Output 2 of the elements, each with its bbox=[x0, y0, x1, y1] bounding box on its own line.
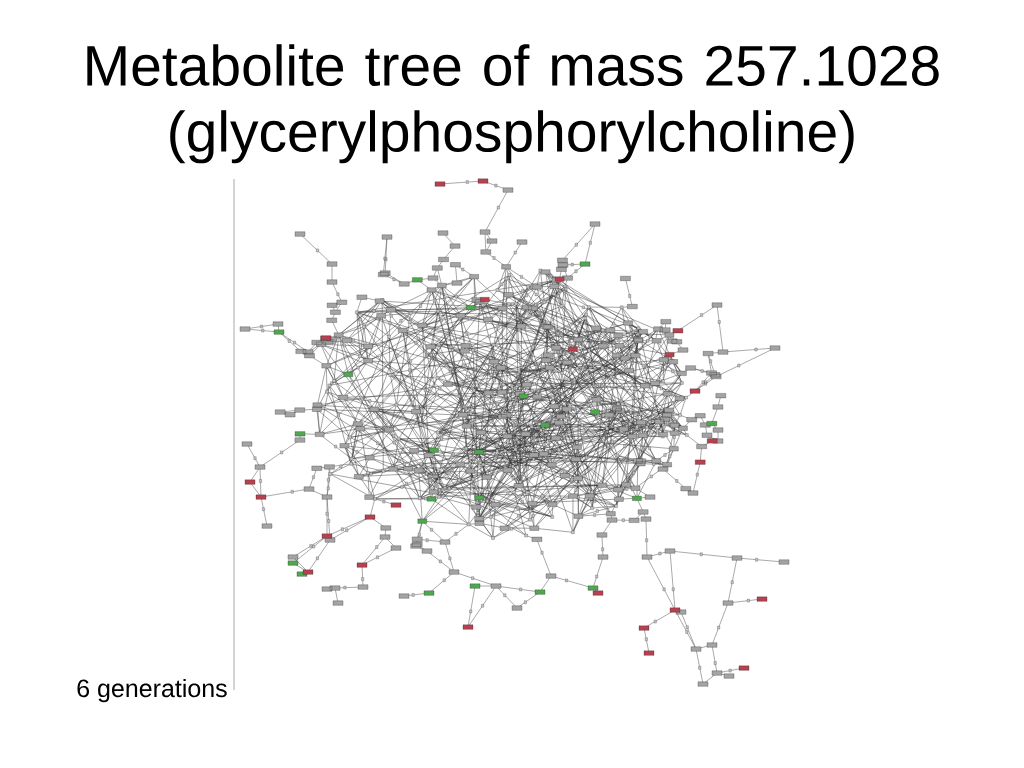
title: Metabolite tree of mass 257.1028 (glycerylphosphorylcholine) bbox=[87, 44, 939, 164]
note-label: 6 generations bbox=[77, 678, 227, 703]
